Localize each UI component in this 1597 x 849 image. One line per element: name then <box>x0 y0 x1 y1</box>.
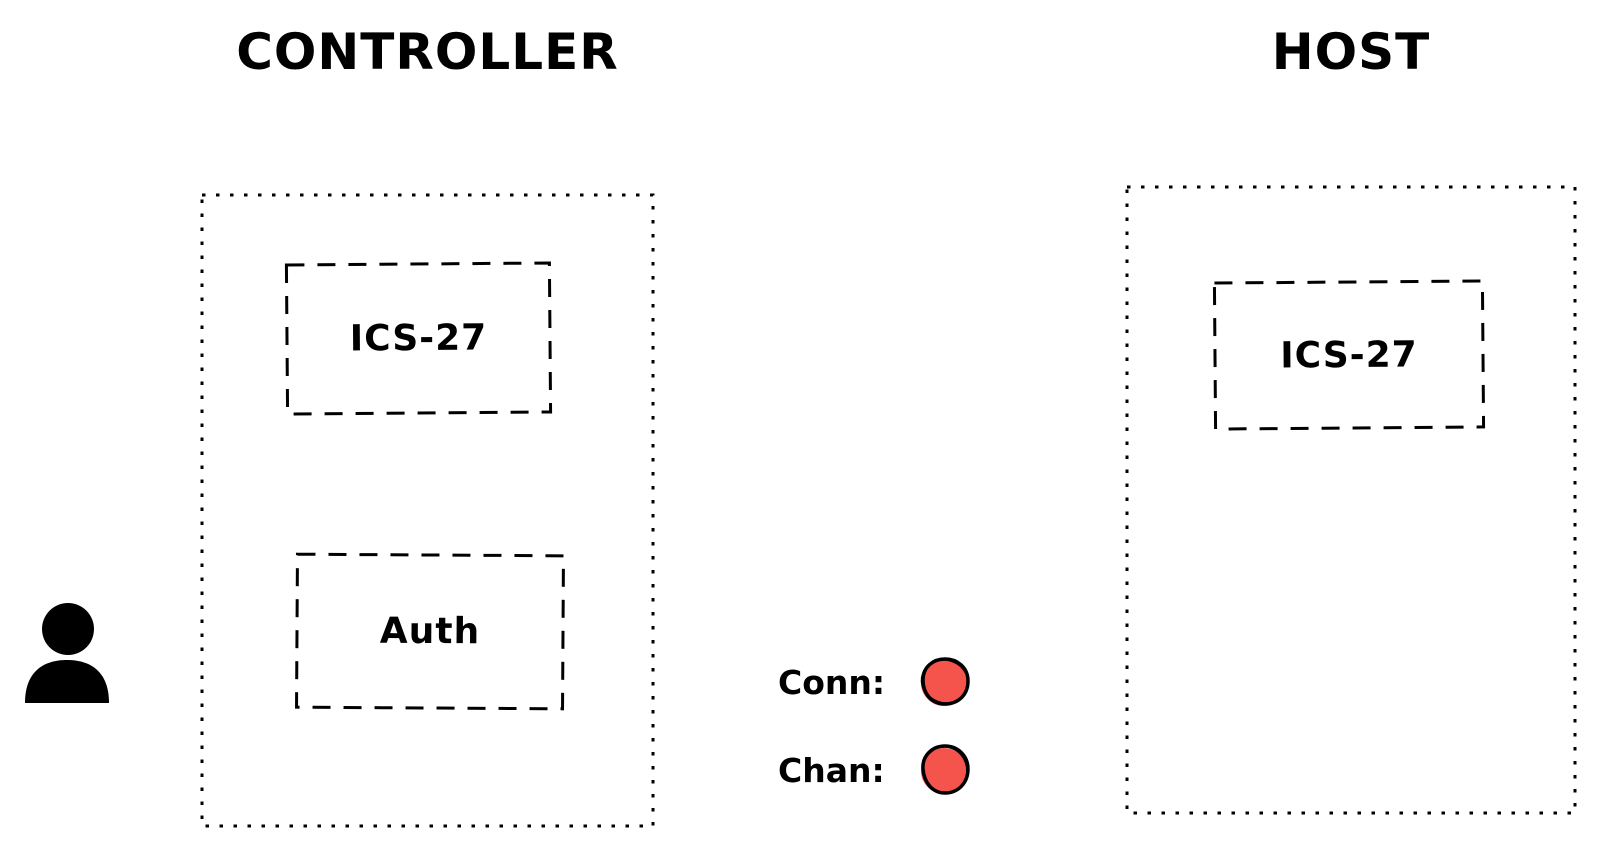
host-ics27-outline <box>1212 279 1486 431</box>
user-icon-head <box>42 603 94 655</box>
controller-auth-module: Auth <box>295 552 566 711</box>
host-panel-outline <box>1125 185 1577 815</box>
channel-status-dot-sketch-stroke <box>921 745 969 795</box>
channel-status-row: Chan: <box>778 741 974 799</box>
host-ics27-module: ICS-27 <box>1212 279 1486 431</box>
controller-ics27-module: ICS-27 <box>284 261 553 416</box>
connection-status-label: Conn: <box>778 662 886 702</box>
controller-ics27-outline <box>284 261 553 416</box>
host-panel: ICS-27 <box>1125 185 1577 815</box>
connection-status-row: Conn: <box>778 653 974 711</box>
user-icon-glyph <box>25 603 109 703</box>
user-icon-body <box>25 660 109 703</box>
controller-auth-outline <box>295 552 565 711</box>
connection-status-dot-fill <box>921 660 967 706</box>
controller-title: CONTROLLER <box>236 23 619 81</box>
channel-status-dot <box>921 744 970 795</box>
channel-status-dot-fill <box>921 748 967 794</box>
connection-status-dot <box>920 657 970 706</box>
host-title: HOST <box>1271 23 1431 81</box>
controller-ics27-border <box>284 261 553 416</box>
controller-panel-outline <box>200 193 655 828</box>
user-icon <box>23 599 111 705</box>
controller-panel: ICS-27 Auth <box>200 193 655 828</box>
connection-status-dot-sketch-stroke <box>920 658 970 705</box>
controller-auth-border <box>295 552 565 711</box>
host-ics27-border <box>1212 279 1486 431</box>
controller-panel-border <box>200 193 655 828</box>
host-panel-border <box>1125 185 1577 815</box>
channel-status-label: Chan: <box>778 750 885 790</box>
